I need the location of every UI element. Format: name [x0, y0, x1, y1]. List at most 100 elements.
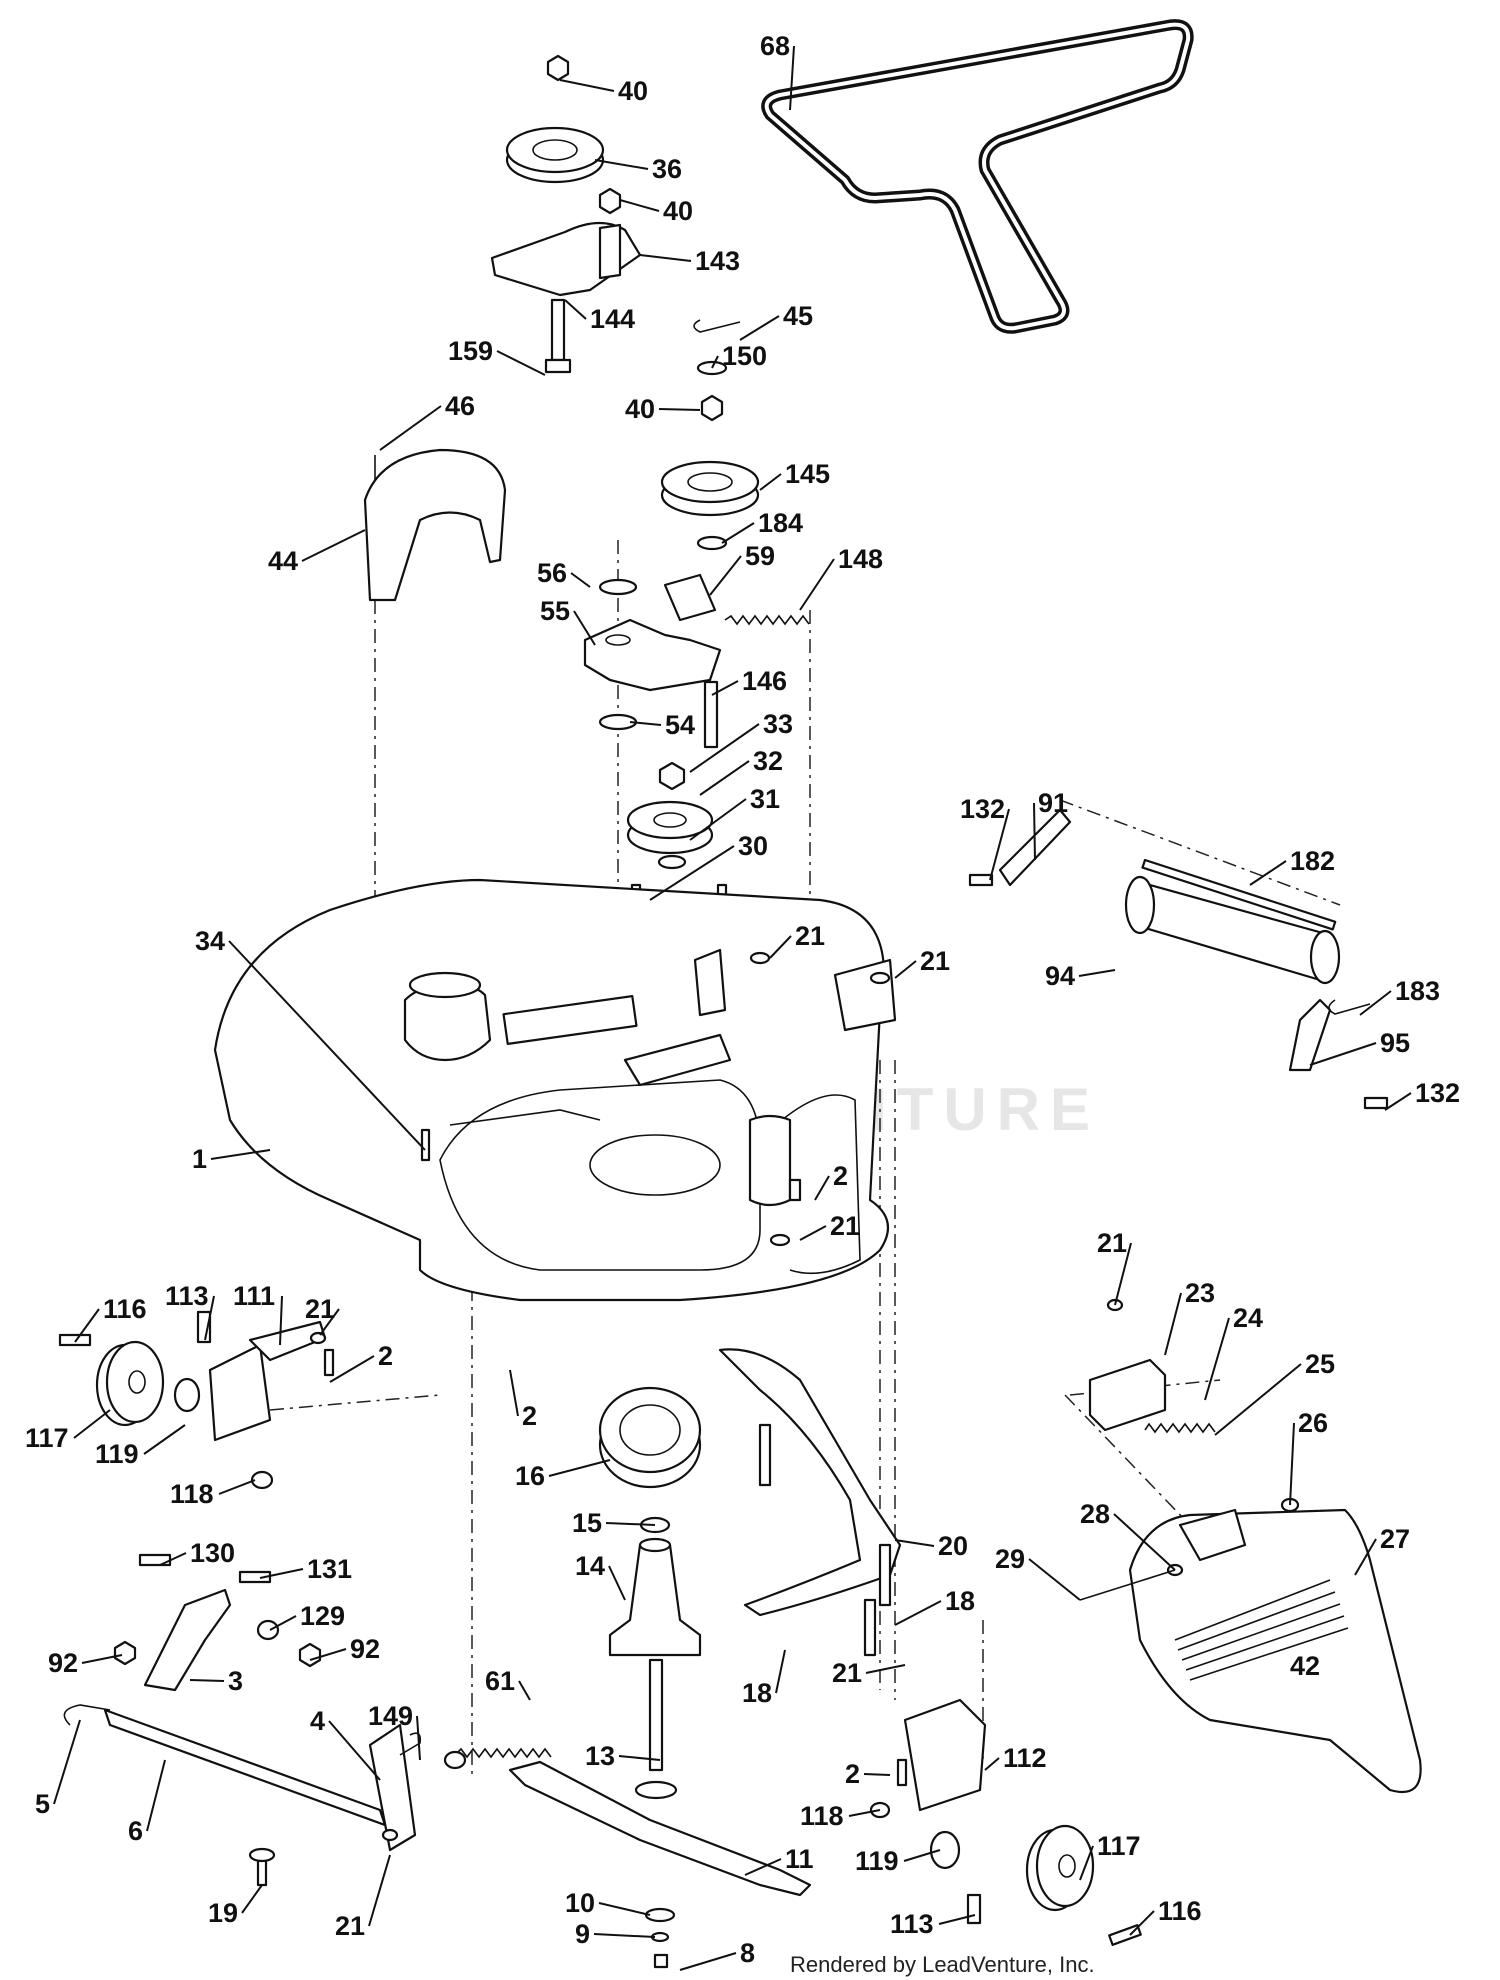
- part-number-label: 29: [995, 1544, 1025, 1574]
- part-number-label: 148: [838, 544, 883, 574]
- leader-line: [548, 1459, 611, 1477]
- callout-c28: 28: [1080, 1499, 1176, 1571]
- callout-c95: 95: [1309, 1028, 1410, 1066]
- leader-line: [699, 760, 750, 796]
- leader-line: [894, 1600, 942, 1626]
- part-number-label: 2: [845, 1759, 860, 1789]
- part-number-label: 8: [740, 1938, 755, 1968]
- part-number-label: 55: [540, 596, 570, 626]
- part-number-label: 111: [233, 1281, 275, 1311]
- callout-c149: 149: [368, 1701, 421, 1761]
- callout-c2b: 2: [329, 1341, 393, 1383]
- part-number-label: 59: [745, 541, 775, 571]
- leader-line: [496, 350, 546, 376]
- leader-line: [814, 1175, 830, 1201]
- leader-line: [81, 1654, 123, 1664]
- callout-c3: 3: [189, 1666, 243, 1696]
- leader-line: [1129, 1910, 1155, 1936]
- callout-c113a: 113: [165, 1281, 215, 1341]
- callout-c45: 45: [739, 301, 813, 341]
- callout-c143: 143: [639, 246, 740, 276]
- callout-c116a: 116: [74, 1294, 147, 1343]
- part-number-label: 150: [722, 341, 767, 371]
- part-number-label: 21: [305, 1294, 335, 1324]
- leader-line: [903, 1849, 941, 1862]
- callout-c33: 33: [689, 709, 793, 773]
- callout-c4: 4: [310, 1706, 381, 1781]
- leader-line: [570, 572, 591, 588]
- part-number-label: 159: [448, 336, 493, 366]
- leader-line: [649, 845, 735, 901]
- part-number-label: 116: [1158, 1896, 1202, 1926]
- part-number-label: 40: [618, 76, 648, 106]
- part-number-label: 45: [783, 301, 813, 331]
- leader-line: [1309, 1042, 1377, 1066]
- callout-c14: 14: [575, 1551, 626, 1601]
- callout-c40a: 40: [559, 76, 648, 106]
- part-number-label: 10: [565, 1888, 595, 1918]
- part-number-label: 117: [1097, 1831, 1141, 1861]
- part-number-label: 24: [1233, 1303, 1263, 1333]
- callout-c25: 25: [1214, 1349, 1335, 1436]
- callout-c119b: 119: [855, 1846, 941, 1876]
- leader-line: [279, 1295, 283, 1346]
- callout-c182: 182: [1249, 846, 1335, 886]
- gauge-wheel-right: [869, 1698, 1142, 1946]
- leader-line: [1289, 1422, 1295, 1506]
- discharge-chute: 42: [1079, 1298, 1422, 1794]
- leader-line: [598, 1902, 651, 1916]
- callout-c55: 55: [540, 596, 596, 646]
- leader-line: [619, 199, 660, 212]
- leader-line: [1079, 1845, 1094, 1881]
- callout-c44: 44: [268, 529, 366, 576]
- callout-c118b: 118: [800, 1801, 881, 1831]
- leader-line: [629, 721, 662, 726]
- part-number-label: 33: [763, 709, 793, 739]
- callout-c24: 24: [1204, 1303, 1263, 1401]
- part-number-label: 113: [890, 1909, 934, 1939]
- callout-c59: 59: [709, 541, 775, 596]
- leader-line: [608, 1565, 626, 1601]
- part-number-label: 2: [522, 1401, 537, 1431]
- part-number-label: 68: [760, 31, 790, 61]
- leader-line: [319, 1308, 340, 1336]
- leader-line: [894, 960, 917, 979]
- part-number-label: 23: [1185, 1278, 1215, 1308]
- leader-line: [1354, 1538, 1377, 1576]
- leader-line: [1164, 1292, 1182, 1356]
- callout-c159: 159: [448, 336, 546, 376]
- part-number-label: 21: [335, 1911, 365, 1941]
- leader-line: [605, 1522, 656, 1526]
- part-number-label: 132: [1415, 1078, 1460, 1108]
- part-number-label: 94: [1045, 961, 1075, 991]
- callout-c29: 29: [995, 1544, 1081, 1601]
- part-number-label: 40: [625, 394, 655, 424]
- callout-c56: 56: [537, 558, 591, 588]
- part-number-label: 27: [1380, 1524, 1410, 1554]
- part-number-label: 1: [192, 1144, 207, 1174]
- part-number-label: 146: [742, 666, 787, 696]
- part-number-label: 6: [128, 1816, 143, 1846]
- callout-c32: 32: [699, 746, 783, 796]
- callout-c18b: 18: [742, 1649, 786, 1708]
- mower-deck: [213, 878, 897, 1302]
- leader-line: [894, 1539, 935, 1547]
- leader-line: [1214, 1363, 1302, 1436]
- leader-line: [309, 1648, 347, 1661]
- leader-line: [799, 1225, 827, 1241]
- part-number-label: 143: [695, 246, 740, 276]
- part-number-label: 116: [103, 1294, 147, 1324]
- leader-line: [228, 940, 426, 1151]
- callout-c27: 27: [1354, 1524, 1410, 1576]
- part-number-label: 2: [378, 1341, 393, 1371]
- leader-line: [658, 408, 701, 411]
- part-number-label: 118: [800, 1801, 844, 1831]
- part-number-label: 4: [310, 1706, 325, 1736]
- leader-line: [618, 1755, 661, 1761]
- leader-line: [509, 1369, 519, 1417]
- callout-c21b: 21: [894, 946, 950, 979]
- part-number-label: 119: [855, 1846, 899, 1876]
- part-number-label: 21: [1097, 1228, 1127, 1258]
- part-number-label: 30: [738, 831, 768, 861]
- callout-c146: 146: [711, 666, 787, 696]
